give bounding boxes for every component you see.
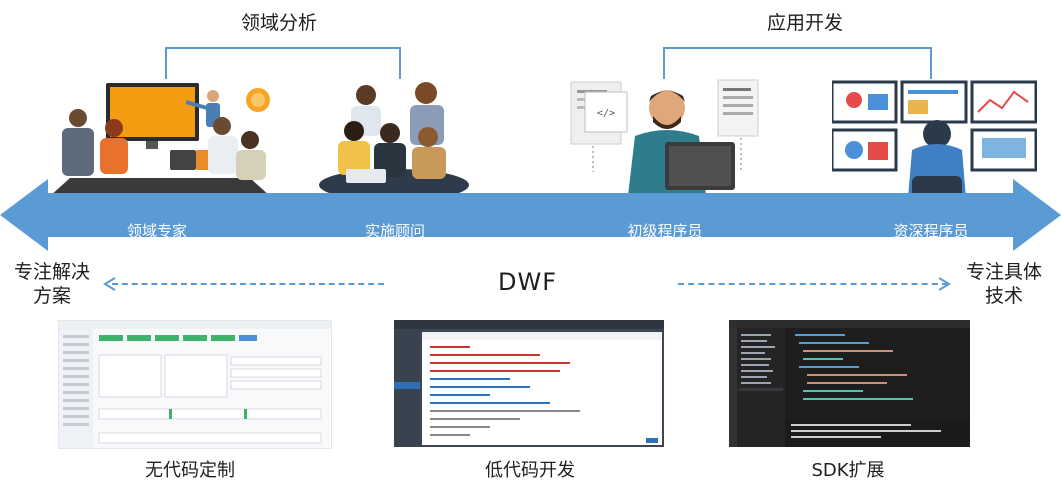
- sdk-screenshot: [729, 320, 970, 447]
- focus-label-left: 专注解决 方案: [13, 261, 90, 307]
- bracket-domain-analysis: [165, 47, 401, 79]
- role-label-junior-programmer: 初级程序员: [627, 222, 703, 240]
- bracket-app-development: [663, 47, 932, 79]
- center-label-dwf: DWF: [498, 268, 558, 296]
- dashed-arrow-right-head: [938, 277, 951, 291]
- dashed-arrow-left-line: [112, 283, 384, 285]
- caption-sdk: SDK扩展: [811, 460, 885, 481]
- main-arrow: [0, 179, 1061, 251]
- caption-no-code: 无代码定制: [145, 460, 235, 481]
- role-label-domain-expert: 领域专家: [126, 222, 187, 240]
- domain-expert-illustration: [50, 83, 270, 196]
- focus-label-right: 专注具体 技术: [965, 261, 1042, 307]
- group-title-domain-analysis: 领域分析: [241, 12, 318, 34]
- role-label-senior-programmer: 资深程序员: [893, 222, 969, 240]
- low-code-screenshot: [394, 320, 664, 447]
- caption-low-code: 低代码开发: [485, 460, 575, 481]
- senior-programmer-illustration: [832, 80, 1037, 200]
- svg-text:</>: </>: [597, 108, 615, 119]
- role-label-consultant: 实施顾问: [364, 222, 425, 240]
- group-title-app-development: 应用开发: [767, 12, 844, 34]
- dashed-arrow-left-head: [103, 277, 116, 291]
- no-code-screenshot: [58, 320, 332, 449]
- dashed-arrow-right-line: [678, 283, 948, 285]
